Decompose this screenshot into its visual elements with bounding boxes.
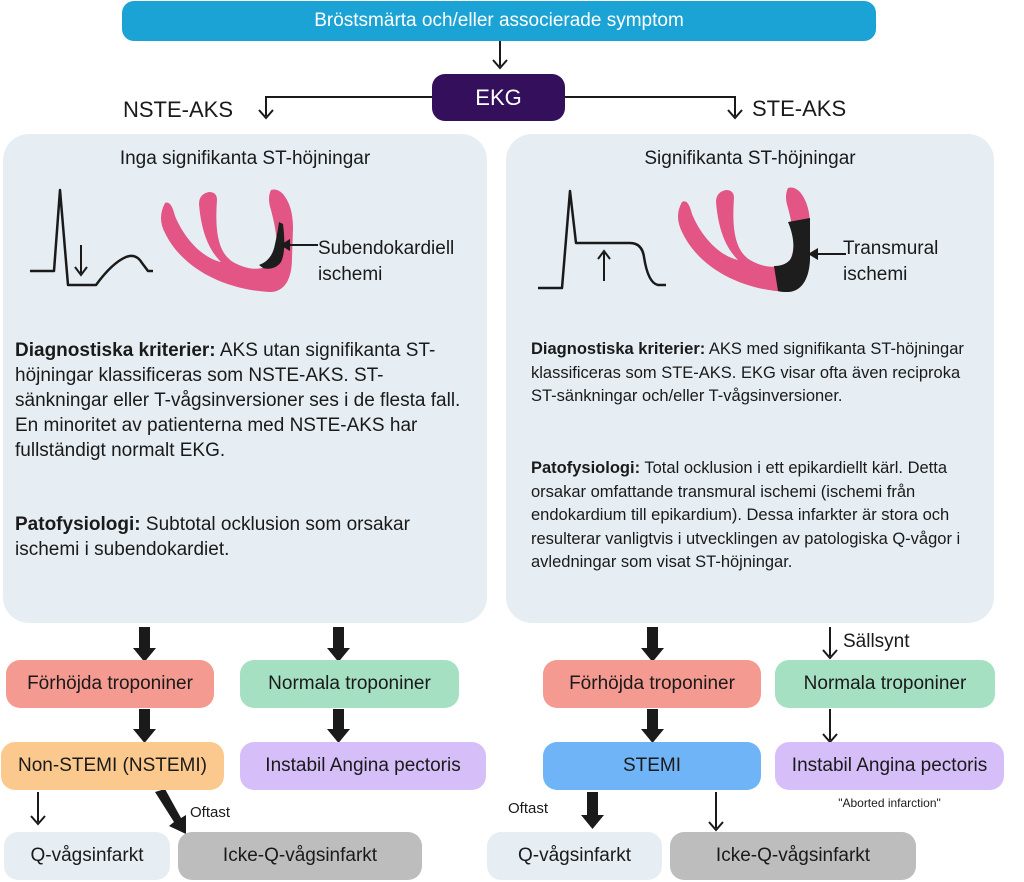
left-non-q-wave-label: Icke-Q-vågsinfarkt: [222, 845, 378, 866]
left-q-wave-label: Q-vågsinfarkt: [30, 845, 144, 866]
right-ischemia-pointer-icon: [808, 248, 846, 260]
left-elevated-troponins-label: Förhöjda troponiner: [27, 673, 193, 694]
right-criteria-heading: Diagnostiska kriterier:: [531, 340, 706, 358]
arrow-right-panel-to-normal: [822, 627, 838, 660]
left-normal-troponins-label: Normala troponiner: [268, 673, 431, 694]
arrow-elevated-to-stemi: [641, 709, 664, 743]
nstemi-label: Non-STEMI (NSTEMI): [18, 755, 207, 776]
right-panel-title: Signifikanta ST-höjningar: [644, 148, 856, 169]
right-patho-body: Total ocklusion i ett epikardiellt kärl.…: [531, 459, 961, 571]
left-ecg-st-depression-icon: [30, 188, 153, 287]
arrow-right-panel-to-elevated: [641, 627, 664, 662]
left-normal-troponins-box: Normala troponiner: [240, 660, 459, 708]
aborted-infarction-label: "Aborted infarction": [838, 796, 941, 810]
left-elevated-troponins-box: Förhöjda troponiner: [6, 660, 214, 708]
branch-nste-label: NSTE-AKS: [123, 97, 234, 122]
right-unstable-angina-box: Instabil Angina pectoris: [775, 742, 1004, 790]
left-unstable-angina-label: Instabil Angina pectoris: [265, 755, 461, 776]
arrow-left-panel-to-elevated: [133, 627, 156, 662]
arrow-nstemi-to-q: [30, 792, 46, 826]
rare-label: Sällsynt: [843, 631, 910, 652]
arrow-stemi-to-q: [581, 792, 604, 829]
right-unstable-angina-label: Instabil Angina pectoris: [791, 755, 988, 776]
left-heart-subendocardial-icon: [161, 189, 295, 292]
left-ischemia-pointer-icon: [280, 239, 318, 251]
right-patho-text: Patofysiologi: Total ocklusion i ett epi…: [531, 457, 979, 575]
right-heart-transmural-icon: [678, 187, 810, 292]
right-criteria-text: Diagnostiska kriterier: AKS med signifik…: [531, 338, 971, 409]
ekg-box: EKG: [432, 74, 565, 121]
left-patho-heading: Patofysiologi:: [15, 514, 141, 535]
arrow-nstemi-to-nonq: [155, 789, 186, 834]
stemi-label: STEMI: [622, 755, 682, 776]
stemi-box: STEMI: [543, 742, 761, 790]
branch-ste-label: STE-AKS: [752, 96, 847, 121]
right-non-q-wave-label: Icke-Q-vågsinfarkt: [715, 845, 871, 866]
right-q-wave-box: Q-vågsinfarkt: [487, 832, 662, 880]
right-panel-ste: [506, 134, 994, 623]
right-patho-heading: Patofysiologi:: [531, 459, 641, 477]
right-normal-troponins-label: Normala troponiner: [803, 673, 967, 694]
left-criteria-text: Diagnostiska kriterier: AKS utan signifi…: [15, 338, 461, 463]
right-ecg-st-elevation-icon: [538, 189, 666, 290]
arrow-normal-to-unstable-right: [822, 709, 838, 744]
left-unstable-angina-box: Instabil Angina pectoris: [240, 742, 486, 790]
right-criteria-body: AKS med signifikanta ST-höjningar klassi…: [531, 340, 964, 405]
arrow-ekg-to-ste: [565, 96, 743, 120]
ekg-text: EKG: [475, 84, 522, 110]
right-elevated-troponins-box: Förhöjda troponiner: [543, 660, 761, 708]
left-patho-text: Patofysiologi: Subtotal ocklusion som or…: [15, 512, 465, 562]
right-normal-troponins-box: Normala troponiner: [775, 660, 995, 708]
left-criteria-heading: Diagnostiska kriterier:: [15, 340, 216, 361]
arrow-top-to-ekg: [492, 40, 508, 70]
left-criteria-body: AKS utan signifikanta ST-höjningar klass…: [15, 340, 461, 461]
left-panel-nste: [3, 134, 487, 623]
left-non-q-wave-box: Icke-Q-vågsinfarkt: [178, 832, 422, 880]
top-symptoms-text: Bröstsmärta och/eller associerade sympto…: [314, 10, 684, 31]
nstemi-box: Non-STEMI (NSTEMI): [1, 742, 224, 790]
right-ischemia-label: Transmural ischemi: [843, 238, 939, 285]
right-most-common-label: Oftast: [508, 800, 549, 817]
arrow-elevated-to-nstemi: [133, 709, 156, 743]
arrow-left-panel-to-normal: [327, 627, 350, 662]
right-q-wave-label: Q-vågsinfarkt: [518, 845, 631, 866]
left-most-common-label: Oftast: [190, 804, 231, 821]
left-panel-title: Inga signifikanta ST-höjningar: [119, 148, 371, 169]
left-patho-body: Subtotal ocklusion som orsakar ischemi i…: [15, 514, 410, 560]
right-elevated-troponins-label: Förhöjda troponiner: [569, 673, 735, 694]
arrow-stemi-to-nonq: [708, 792, 724, 832]
top-symptoms-bar: Bröstsmärta och/eller associerade sympto…: [122, 1, 876, 41]
left-ischemia-label: Subendokardiell ischemi: [318, 238, 455, 285]
arrow-ekg-to-nste: [258, 96, 432, 120]
arrow-normal-to-unstable-left: [327, 709, 350, 743]
right-non-q-wave-box: Icke-Q-vågsinfarkt: [670, 832, 916, 880]
left-q-wave-box: Q-vågsinfarkt: [4, 832, 170, 880]
